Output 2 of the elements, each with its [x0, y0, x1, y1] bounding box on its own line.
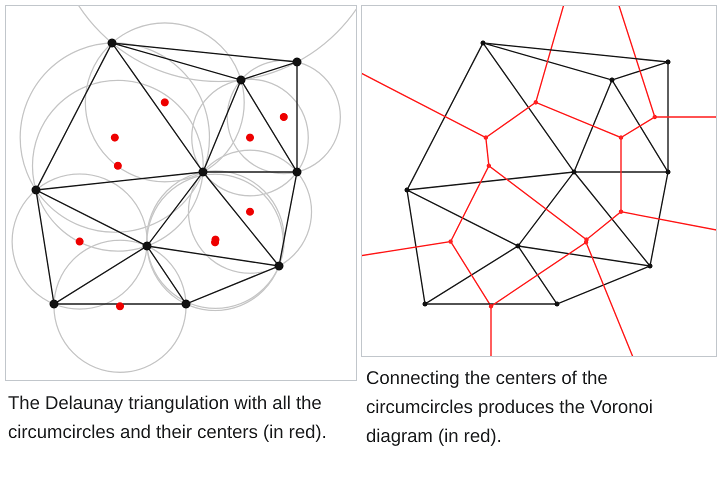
figure-caption: Connecting the centers of the circumcircles produces the Voronoi diagram (in red).	[366, 366, 654, 448]
figure-caption: The Delaunay triangulation with all the circumcircles and their centers (in red).	[8, 391, 328, 444]
